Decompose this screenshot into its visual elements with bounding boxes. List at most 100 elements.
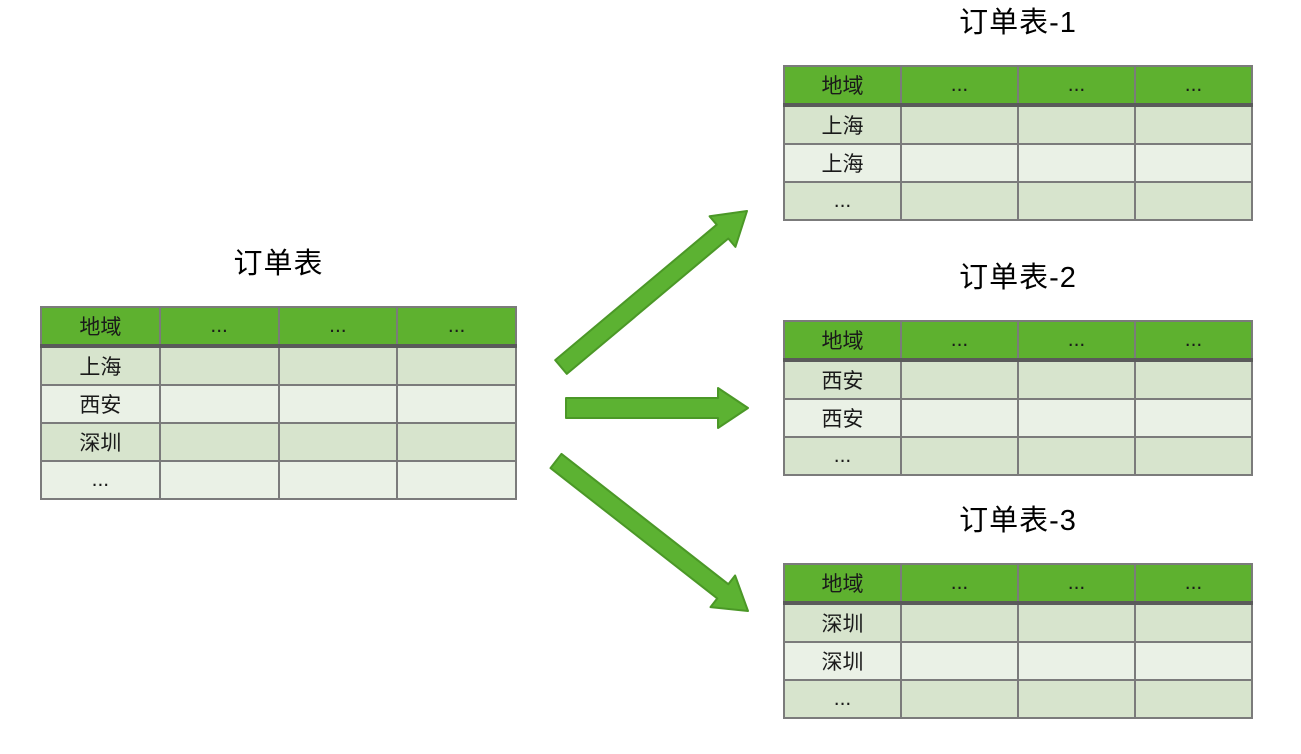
empty-cell bbox=[1134, 181, 1253, 221]
header-cell: 地域 bbox=[783, 65, 902, 107]
header-cell: ... bbox=[1134, 563, 1253, 605]
empty-cell bbox=[396, 384, 517, 424]
empty-cell bbox=[1017, 104, 1136, 145]
shard-table-1: 地域.........上海上海... bbox=[783, 65, 1253, 221]
arrow-to-table-1 bbox=[554, 210, 748, 375]
header-cell: ... bbox=[277, 306, 399, 348]
region-cell: 西安 bbox=[783, 359, 902, 400]
table-row: 上海 bbox=[783, 143, 1253, 183]
empty-cell bbox=[396, 460, 517, 500]
table-row: ... bbox=[40, 460, 517, 500]
empty-cell bbox=[900, 359, 1019, 400]
header-row: 地域......... bbox=[783, 563, 1253, 605]
empty-cell bbox=[1017, 398, 1136, 438]
header-cell: ... bbox=[1017, 320, 1136, 362]
region-cell: 深圳 bbox=[40, 422, 161, 462]
arrow-to-table-2 bbox=[565, 387, 749, 429]
empty-cell bbox=[1017, 602, 1136, 643]
empty-cell bbox=[1134, 398, 1253, 438]
table-row: 深圳 bbox=[783, 602, 1253, 643]
region-cell: ... bbox=[783, 181, 902, 221]
region-cell: 西安 bbox=[40, 384, 161, 424]
main-table-group: 订单表 地域.........上海西安深圳... bbox=[40, 246, 517, 500]
header-row: 地域......... bbox=[40, 306, 517, 348]
header-cell: ... bbox=[396, 306, 517, 348]
empty-cell bbox=[900, 398, 1019, 438]
shard-table-2-title: 订单表-2 bbox=[959, 262, 1077, 294]
header-cell: ... bbox=[1134, 320, 1253, 362]
region-cell: ... bbox=[783, 436, 902, 476]
table-row: 西安 bbox=[40, 384, 517, 424]
empty-cell bbox=[900, 143, 1019, 183]
empty-cell bbox=[158, 422, 280, 462]
region-cell: 上海 bbox=[783, 143, 902, 183]
empty-cell bbox=[1134, 104, 1253, 145]
table-row: 上海 bbox=[40, 345, 517, 386]
table-row: 上海 bbox=[783, 104, 1253, 145]
shard-table-3-group: 订单表-3 地域.........深圳深圳... bbox=[783, 503, 1253, 719]
empty-cell bbox=[900, 641, 1019, 681]
empty-cell bbox=[1134, 143, 1253, 183]
shard-table-2-group: 订单表-2 地域.........西安西安... bbox=[783, 260, 1253, 476]
table-row: ... bbox=[783, 181, 1253, 221]
main-table-title: 订单表 bbox=[233, 248, 324, 280]
empty-cell bbox=[1017, 359, 1136, 400]
table-row: 深圳 bbox=[783, 641, 1253, 681]
empty-cell bbox=[396, 345, 517, 386]
empty-cell bbox=[1017, 679, 1136, 719]
header-cell: ... bbox=[1017, 65, 1136, 107]
header-cell: 地域 bbox=[783, 320, 902, 362]
shard-table-1-title: 订单表-1 bbox=[959, 7, 1077, 39]
header-row: 地域......... bbox=[783, 320, 1253, 362]
region-cell: ... bbox=[40, 460, 161, 500]
empty-cell bbox=[900, 181, 1019, 221]
header-cell: ... bbox=[1017, 563, 1136, 605]
data-table: 地域.........上海西安深圳... bbox=[40, 306, 517, 500]
header-cell: 地域 bbox=[783, 563, 902, 605]
table-row: ... bbox=[783, 679, 1253, 719]
empty-cell bbox=[1134, 679, 1253, 719]
data-table: 地域.........上海上海... bbox=[783, 65, 1253, 221]
main-table: 地域.........上海西安深圳... bbox=[40, 306, 517, 500]
shard-table-3-title: 订单表-3 bbox=[959, 505, 1077, 537]
empty-cell bbox=[1134, 641, 1253, 681]
empty-cell bbox=[1134, 436, 1253, 476]
shard-table-2: 地域.........西安西安... bbox=[783, 320, 1253, 476]
shard-table-3: 地域.........深圳深圳... bbox=[783, 563, 1253, 719]
empty-cell bbox=[396, 422, 517, 462]
empty-cell bbox=[1017, 181, 1136, 221]
table-row: 西安 bbox=[783, 359, 1253, 400]
header-row: 地域......... bbox=[783, 65, 1253, 107]
empty-cell bbox=[900, 104, 1019, 145]
data-table: 地域.........西安西安... bbox=[783, 320, 1253, 476]
region-cell: 西安 bbox=[783, 398, 902, 438]
header-cell: ... bbox=[900, 563, 1019, 605]
empty-cell bbox=[158, 345, 280, 386]
empty-cell bbox=[900, 679, 1019, 719]
region-cell: 上海 bbox=[40, 345, 161, 386]
shard-table-1-group: 订单表-1 地域.........上海上海... bbox=[783, 5, 1253, 221]
table-row: ... bbox=[783, 436, 1253, 476]
empty-cell bbox=[900, 602, 1019, 643]
region-cell: 深圳 bbox=[783, 602, 902, 643]
region-cell: ... bbox=[783, 679, 902, 719]
empty-cell bbox=[277, 384, 399, 424]
empty-cell bbox=[277, 422, 399, 462]
header-cell: ... bbox=[900, 65, 1019, 107]
header-cell: ... bbox=[900, 320, 1019, 362]
empty-cell bbox=[1017, 641, 1136, 681]
empty-cell bbox=[900, 436, 1019, 476]
empty-cell bbox=[158, 384, 280, 424]
table-row: 西安 bbox=[783, 398, 1253, 438]
table-row: 深圳 bbox=[40, 422, 517, 462]
header-cell: 地域 bbox=[40, 306, 161, 348]
header-cell: ... bbox=[158, 306, 280, 348]
empty-cell bbox=[1134, 359, 1253, 400]
region-cell: 深圳 bbox=[783, 641, 902, 681]
region-cell: 上海 bbox=[783, 104, 902, 145]
empty-cell bbox=[158, 460, 280, 500]
empty-cell bbox=[1134, 602, 1253, 643]
empty-cell bbox=[277, 345, 399, 386]
empty-cell bbox=[1017, 143, 1136, 183]
